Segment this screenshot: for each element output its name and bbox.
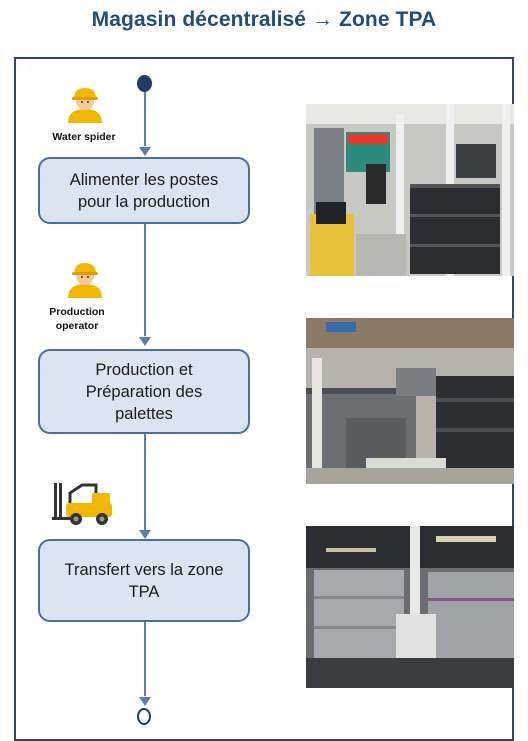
forklift-icon: [52, 479, 116, 527]
flow-arrow-1: [139, 147, 151, 156]
end-node: [137, 708, 151, 725]
diagram-title: Magasin décentralisé → Zone TPA: [91, 8, 437, 31]
worker-icon: [64, 83, 106, 123]
flow-connector-3: [144, 434, 146, 530]
pallet-crates-photo: [306, 318, 514, 484]
flow-arrow-3: [139, 530, 151, 539]
worker-icon: [64, 258, 106, 298]
step-label: Transfert vers la zone TPA: [64, 560, 224, 601]
step-alimenter-postes: Alimenter les postes pour la production: [38, 157, 250, 224]
step-label: Alimenter les postes pour la production: [69, 170, 219, 211]
step-transfert-zone-tpa: Transfert vers la zone TPA: [38, 539, 250, 622]
workstation-photo: [306, 104, 514, 276]
warehouse-tpa-photo: [306, 526, 514, 688]
flow-connector-4: [144, 622, 146, 696]
flow-connector-2: [144, 224, 146, 336]
role-label-production-operator: Production operator: [49, 306, 105, 332]
flow-arrow-2: [139, 337, 151, 346]
flow-arrow-4: [139, 697, 151, 706]
step-production-preparation: Production et Préparation des palettes: [38, 349, 250, 434]
start-node: [137, 75, 152, 92]
step-label: Production et Préparation des palettes: [85, 360, 203, 423]
flow-connector-1: [144, 92, 146, 146]
role-label-water-spider: Water spider: [52, 131, 116, 143]
